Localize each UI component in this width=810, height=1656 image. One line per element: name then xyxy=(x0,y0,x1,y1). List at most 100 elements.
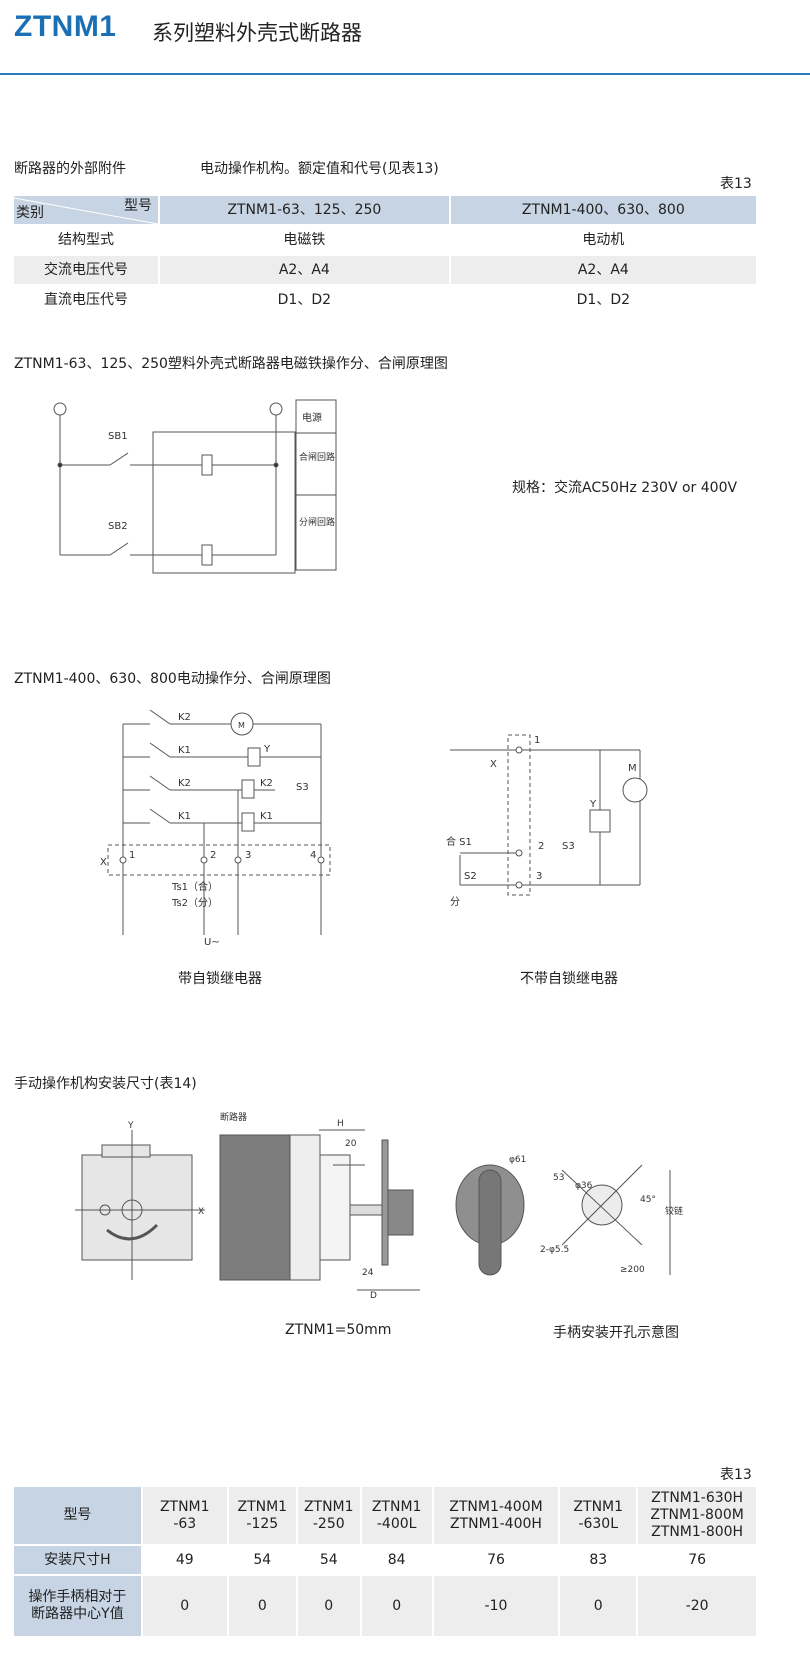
section-desc: 电动操作机构。额定值和代号(见表13) xyxy=(200,161,439,177)
model-line: ZTNM1-630H xyxy=(651,1490,744,1506)
manual-mechanism-dimension-drawings: Y X 断路器 H 20 24 D φ61 53 φ36 45° 铰链 2-φ5… xyxy=(75,1111,683,1301)
section-title: 手动操作机构安装尺寸(表14) xyxy=(14,1076,197,1092)
column-header: ZTNM1-400、630、800 xyxy=(449,196,759,226)
cell: 76 xyxy=(637,1545,758,1576)
model-line: ZTNM1-400H xyxy=(450,1515,542,1532)
header-divider xyxy=(0,73,810,75)
cell: A2、A4 xyxy=(159,255,451,286)
table-row: 直流电压代号 D1、D2 D1、D2 xyxy=(14,285,759,316)
cell: 0 xyxy=(559,1575,639,1638)
legend-open-circuit: 分闸回路 xyxy=(299,516,335,528)
cell: 0 xyxy=(141,1575,229,1638)
dimension-53: 53 xyxy=(553,1173,564,1183)
breaker-label: 断路器 xyxy=(220,1111,247,1123)
model-line: ZTNM1-800M xyxy=(650,1507,744,1523)
motor-label: M xyxy=(238,721,245,730)
corner-cell: 类别 型号 xyxy=(14,196,160,226)
table-caption: 表13 xyxy=(720,1467,752,1483)
diagonal-line xyxy=(14,197,158,224)
diagram-caption: 不带自锁继电器 xyxy=(520,971,618,987)
cell: 0 xyxy=(296,1575,362,1638)
column-header: ZTNM1-63、125、250 xyxy=(159,196,451,226)
y-label: Y xyxy=(589,799,597,810)
d-dimension: D xyxy=(370,1291,377,1301)
cell: 84 xyxy=(360,1545,434,1576)
k1-label: K1 xyxy=(178,811,191,822)
terminal-3: 3 xyxy=(536,871,542,882)
model-header: ZTNM1-63 xyxy=(141,1487,229,1546)
y-label: Y xyxy=(263,744,271,755)
k2-coil-label: K2 xyxy=(260,778,273,789)
dimension-24: 24 xyxy=(362,1268,374,1278)
model-header: ZTNM1-125 xyxy=(227,1487,298,1546)
model-line: -400L xyxy=(376,1515,417,1532)
x-label: X xyxy=(490,759,497,770)
model-line: ZTNM1 xyxy=(159,1498,210,1515)
s3-label: S3 xyxy=(562,841,575,852)
brand-title: ZTNM1 xyxy=(14,10,117,43)
cell: 83 xyxy=(559,1545,639,1576)
page-subtitle: 系列塑料外壳式断路器 xyxy=(152,21,362,45)
k1-label: K1 xyxy=(178,745,191,756)
min-200-dimension: ≥200 xyxy=(620,1265,645,1275)
row-label: 型号 xyxy=(14,1487,143,1546)
cell: D1、D2 xyxy=(159,285,451,316)
table-13: 类别 型号 ZTNM1-63、125、250 ZTNM1-400、630、800… xyxy=(14,196,759,316)
motor-circuit-no-lock-diagram: 1 X Y M 合 S1 2 S3 S2 3 分 xyxy=(446,734,648,908)
hinge-label: 铰链 xyxy=(665,1205,683,1217)
model-line: -63 xyxy=(173,1515,197,1532)
x-axis-label: X xyxy=(198,1207,204,1217)
s3-label: S3 xyxy=(296,782,309,793)
section-title: ZTNM1-400、630、800电动操作分、合闸原理图 xyxy=(14,671,331,687)
model-line: ZTNM1 xyxy=(237,1498,288,1515)
terminal-2: 2 xyxy=(538,841,544,852)
cell: 0 xyxy=(227,1575,298,1638)
cell: 76 xyxy=(432,1545,561,1576)
table-header-row: 类别 型号 ZTNM1-63、125、250 ZTNM1-400、630、800 xyxy=(14,196,759,226)
model-line: -630L xyxy=(578,1515,619,1532)
section-title: ZTNM1-63、125、250塑料外壳式断路器电磁铁操作分、合闸原理图 xyxy=(14,356,448,372)
dimension-20: 20 xyxy=(345,1139,357,1149)
diagram-caption: 带自锁继电器 xyxy=(178,971,262,987)
terminal-1: 1 xyxy=(534,735,540,746)
phi61-dimension: φ61 xyxy=(509,1155,526,1165)
corner-row-label: 类别 xyxy=(16,205,44,221)
row-label: 直流电压代号 xyxy=(14,285,160,316)
k2-label: K2 xyxy=(178,712,191,723)
model-header: ZTNM1-630L xyxy=(559,1487,639,1546)
k2-label: K2 xyxy=(178,778,191,789)
table-row: 交流电压代号 A2、A4 A2、A4 xyxy=(14,255,759,286)
model-line: ZTNM1-800H xyxy=(651,1524,744,1540)
y-axis-label: Y xyxy=(127,1121,134,1131)
s2-label: S2 xyxy=(464,871,477,882)
row-label: 安装尺寸H xyxy=(14,1545,143,1576)
spec-text: 规格：交流AC50Hz 230V or 400V xyxy=(512,480,738,496)
cell: A2、A4 xyxy=(449,255,759,286)
s1-label: 合 S1 xyxy=(446,835,472,848)
cell: 49 xyxy=(141,1545,229,1576)
terminal-3: 3 xyxy=(245,850,251,861)
phi36-dimension: φ36 xyxy=(575,1181,593,1191)
cell: 电动机 xyxy=(449,225,759,256)
model-line: ZTNM1-400M xyxy=(449,1498,543,1515)
h-dimension: H xyxy=(337,1119,344,1129)
cell: D1、D2 xyxy=(449,285,759,316)
motor-circuit-self-lock-diagram: K2 M K1 Y K2 K2 S3 K1 K1 X 1 2 3 4 Ts1（合… xyxy=(100,709,331,948)
row-label: 操作手柄相对于断路器中心Y值 xyxy=(14,1575,143,1638)
model-line: -125 xyxy=(246,1515,279,1532)
row-label: 结构型式 xyxy=(14,225,160,256)
table-row: 结构型式 电磁铁 电动机 xyxy=(14,225,759,256)
diagram-caption: 手柄安装开孔示意图 xyxy=(553,1325,679,1341)
model-line: ZTNM1 xyxy=(303,1498,354,1515)
model-line: -250 xyxy=(312,1515,345,1532)
model-line: ZTNM1 xyxy=(371,1498,422,1515)
corner-col-label: 型号 xyxy=(124,198,152,214)
row-label-line: 操作手柄相对于 xyxy=(28,1589,127,1605)
cell: 0 xyxy=(360,1575,434,1638)
